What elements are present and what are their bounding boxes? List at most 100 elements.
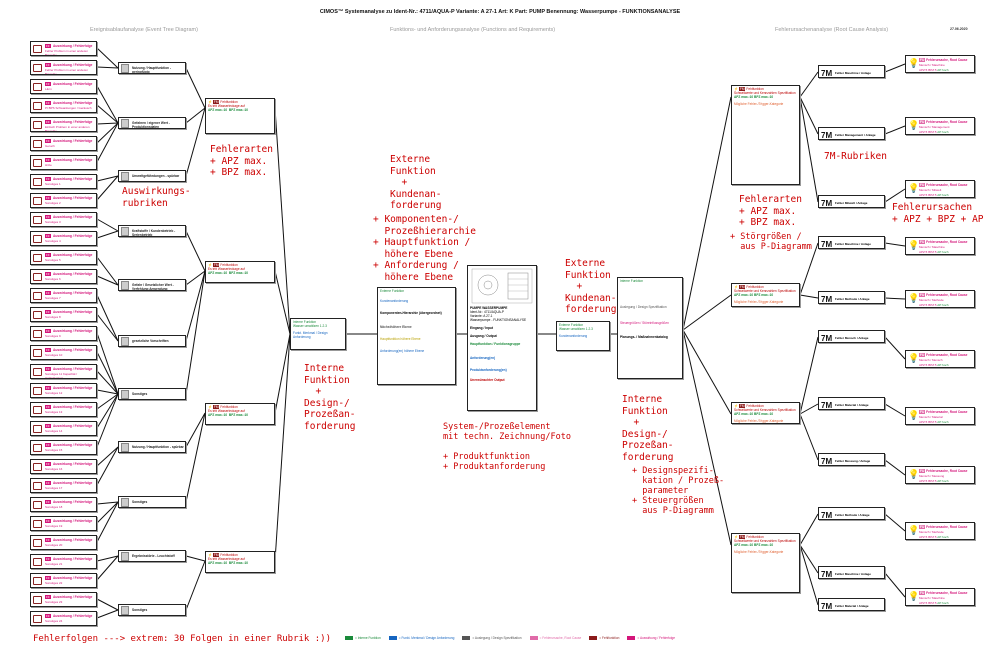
effect-category[interactable]: Umweltgefährdungen - spürbar [118, 170, 186, 182]
effect-title: Auswirkung / Fehlerfolge [53, 291, 93, 295]
fm-tag: FM [212, 263, 220, 267]
connector [884, 513, 906, 532]
effect-category[interactable]: Sonstiges [118, 388, 186, 400]
function-hierarchy-box[interactable]: Externe Funktion Kundenanforderung Kompo… [377, 287, 456, 385]
monitor-icon [33, 444, 42, 452]
effect-category[interactable]: gesetzliche Vorschriften [118, 335, 186, 347]
monitor-icon [33, 596, 42, 604]
effect-text: Sonstiges 13 [45, 410, 63, 414]
effect-text: Hitze [45, 163, 52, 167]
monitor-icon [33, 292, 42, 300]
effect-category[interactable]: Sonstiges [118, 496, 186, 508]
effect-title: Auswirkung / Fehlerfolge [53, 519, 93, 523]
bpz: BPZ:5 [928, 420, 937, 424]
internal-function-box[interactable]: Interne Funktion Wasser umwälzen 1.2.3 F… [290, 318, 346, 350]
effect-category[interactable]: Nutzung / Hauptfunktion - geringfügig [118, 62, 186, 74]
right-internal-function-box[interactable]: Interne Funktion Auslegung / Design Spez… [617, 277, 683, 379]
effect-category[interactable]: Ergebnisstörte - Leuchtstoff [118, 550, 186, 562]
effect-category[interactable]: Sonstiges [118, 604, 186, 616]
fm-tag: FM [738, 87, 746, 91]
connector [96, 393, 119, 429]
monitor-icon [33, 311, 42, 319]
effect-text: Sonstiges 5 [45, 258, 61, 262]
effect-category[interactable]: Gefahren / eigener Wert - Produktionsdat… [118, 117, 186, 129]
ff-tag: FF [45, 329, 51, 333]
system-element-box[interactable]: PUMPE WASSERPUMPE Ident-Nr.: 4711/AQUA-P… [467, 265, 537, 411]
legend-swatch [345, 636, 353, 640]
effect-category[interactable]: Nutzung / Hauptfunktion - spürbar [118, 441, 186, 453]
effect-category[interactable]: Gefahr / Gesetzlicher Wert - Verfehlung … [118, 279, 186, 291]
external-function-box[interactable]: Externe Funktion Wasser umwälzen 1.2.3 K… [556, 321, 610, 351]
rc-text: Mensch / Mitwelt [919, 188, 942, 192]
effect-category[interactable]: Kraftstoffe / Kundenbetrieb - Serienbetr… [118, 225, 186, 237]
main: Hauptfunktion / Funktionsgruppe [470, 342, 521, 346]
legend-label: = Fehlfunktion [599, 636, 620, 640]
effect-title: Auswirkung / Fehlerfolge [53, 538, 93, 542]
monitor-icon [33, 64, 42, 72]
pencil-icon [121, 390, 129, 399]
pencil-icon [121, 119, 129, 128]
undesired: Unerwünschter Output [470, 378, 505, 382]
